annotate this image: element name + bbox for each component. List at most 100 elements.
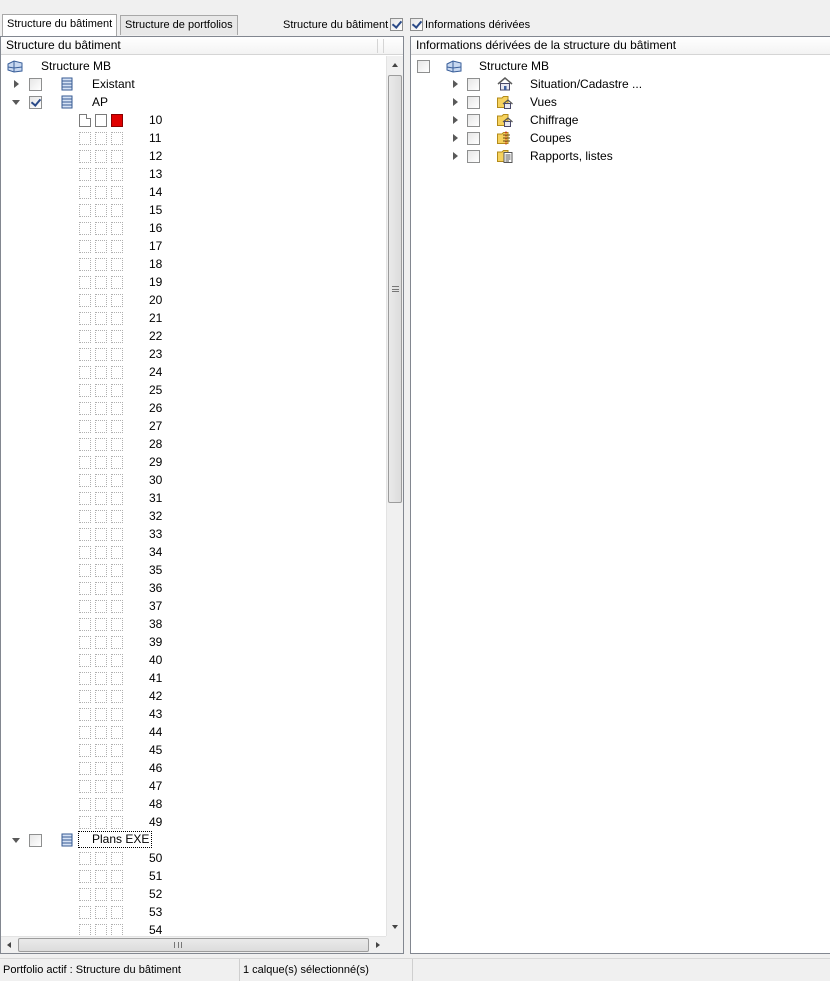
layer-row[interactable]: 35 — [1, 561, 403, 579]
collapse-arrow-icon[interactable] — [12, 100, 20, 105]
layer-visibility-icon[interactable] — [95, 600, 107, 613]
layer-document-icon[interactable] — [79, 888, 91, 901]
layer-status-icon[interactable] — [111, 708, 123, 721]
layer-visibility-icon[interactable] — [95, 420, 107, 433]
layer-row[interactable]: 26 — [1, 399, 403, 417]
layer-row[interactable]: 29 — [1, 453, 403, 471]
layer-status-icon[interactable] — [111, 780, 123, 793]
layer-visibility-icon[interactable] — [95, 276, 107, 289]
layer-visibility-icon[interactable] — [95, 510, 107, 523]
layer-document-icon[interactable] — [79, 456, 91, 469]
expand-arrow-icon[interactable] — [14, 80, 19, 88]
vertical-scroll-thumb[interactable] — [388, 75, 402, 503]
layer-status-icon[interactable] — [111, 672, 123, 685]
layer-document-icon[interactable] — [79, 510, 91, 523]
layer-status-icon[interactable] — [111, 294, 123, 307]
derived-item-situation[interactable]: Situation/Cadastre ... — [411, 75, 830, 93]
layer-document-icon[interactable] — [79, 564, 91, 577]
layer-row[interactable]: 48 — [1, 795, 403, 813]
left-vertical-scrollbar[interactable] — [386, 56, 403, 936]
arrow-right-icon[interactable] — [376, 942, 380, 948]
layer-visibility-icon[interactable] — [95, 546, 107, 559]
layer-visibility-icon[interactable] — [95, 312, 107, 325]
layer-document-icon[interactable] — [79, 672, 91, 685]
layer-row[interactable]: 36 — [1, 579, 403, 597]
layer-row[interactable]: 41 — [1, 669, 403, 687]
layer-document-icon[interactable] — [79, 420, 91, 433]
layer-document-icon[interactable] — [79, 402, 91, 415]
layer-document-icon[interactable] — [79, 168, 91, 181]
layer-status-icon[interactable] — [111, 798, 123, 811]
scroll-up-button[interactable] — [387, 56, 403, 73]
layer-status-icon[interactable] — [111, 654, 123, 667]
layer-document-icon[interactable] — [79, 690, 91, 703]
layer-status-icon[interactable] — [111, 546, 123, 559]
arrow-left-icon[interactable] — [7, 942, 11, 948]
layer-status-icon[interactable] — [111, 366, 123, 379]
layer-document-icon[interactable] — [79, 294, 91, 307]
layer-document-icon[interactable] — [79, 222, 91, 235]
layer-status-icon[interactable] — [111, 618, 123, 631]
layer-row[interactable]: 49 — [1, 813, 403, 831]
layer-status-icon[interactable] — [111, 636, 123, 649]
layer-document-icon[interactable] — [79, 600, 91, 613]
layer-row[interactable]: 44 — [1, 723, 403, 741]
tab-portfolio-structure[interactable]: Structure de portfolios — [120, 15, 238, 35]
layer-visibility-icon[interactable] — [95, 402, 107, 415]
layer-document-icon[interactable] — [79, 492, 91, 505]
layer-visibility-icon[interactable] — [95, 672, 107, 685]
layer-row[interactable]: 11 — [1, 129, 403, 147]
layer-status-icon[interactable] — [111, 888, 123, 901]
layer-row[interactable]: 24 — [1, 363, 403, 381]
layer-visibility-icon[interactable] — [95, 240, 107, 253]
item-checkbox[interactable] — [467, 132, 480, 145]
layer-visibility-icon[interactable] — [95, 780, 107, 793]
group-checkbox[interactable] — [29, 834, 42, 847]
layer-row[interactable]: 50 — [1, 849, 403, 867]
layer-document-icon[interactable] — [79, 312, 91, 325]
layer-row[interactable]: 17 — [1, 237, 403, 255]
layer-row[interactable]: 10 — [1, 111, 403, 129]
layer-document-icon[interactable] — [79, 114, 91, 127]
tab-building-structure[interactable]: Structure du bâtiment — [2, 14, 118, 36]
group-checkbox[interactable] — [29, 96, 42, 109]
tree-root[interactable]: Structure MB — [1, 57, 403, 75]
layer-status-icon[interactable] — [111, 510, 123, 523]
tree-group-plans-exe[interactable]: Plans EXE — [1, 831, 403, 849]
layer-status-icon[interactable] — [111, 168, 123, 181]
expand-arrow-icon[interactable] — [453, 80, 458, 88]
layer-visibility-icon[interactable] — [95, 132, 107, 145]
layer-row[interactable]: 40 — [1, 651, 403, 669]
layer-row[interactable]: 12 — [1, 147, 403, 165]
layer-row[interactable]: 28 — [1, 435, 403, 453]
layer-row[interactable]: 13 — [1, 165, 403, 183]
layer-status-icon[interactable] — [111, 240, 123, 253]
layer-status-icon[interactable] — [111, 438, 123, 451]
layer-document-icon[interactable] — [79, 708, 91, 721]
layer-visibility-icon[interactable] — [95, 384, 107, 397]
layer-row[interactable]: 19 — [1, 273, 403, 291]
layer-visibility-icon[interactable] — [95, 114, 107, 127]
layer-visibility-icon[interactable] — [95, 186, 107, 199]
layer-visibility-icon[interactable] — [95, 222, 107, 235]
layer-visibility-icon[interactable] — [95, 636, 107, 649]
root-checkbox[interactable] — [417, 60, 430, 73]
layer-status-icon[interactable] — [111, 474, 123, 487]
layer-status-icon[interactable] — [111, 276, 123, 289]
layer-status-icon[interactable] — [111, 870, 123, 883]
horizontal-scroll-thumb[interactable] — [18, 938, 369, 952]
layer-document-icon[interactable] — [79, 258, 91, 271]
layer-status-icon[interactable] — [111, 744, 123, 757]
layer-status-icon[interactable] — [111, 402, 123, 415]
layer-document-icon[interactable] — [79, 636, 91, 649]
layer-status-icon[interactable] — [111, 690, 123, 703]
layer-visibility-icon[interactable] — [95, 618, 107, 631]
derived-item-coupes[interactable]: Coupes — [411, 129, 830, 147]
layer-row[interactable]: 27 — [1, 417, 403, 435]
group-checkbox[interactable] — [29, 78, 42, 91]
layer-status-icon[interactable] — [111, 222, 123, 235]
layer-document-icon[interactable] — [79, 366, 91, 379]
layer-status-icon[interactable] — [111, 456, 123, 469]
layer-document-icon[interactable] — [79, 906, 91, 919]
layer-visibility-icon[interactable] — [95, 708, 107, 721]
